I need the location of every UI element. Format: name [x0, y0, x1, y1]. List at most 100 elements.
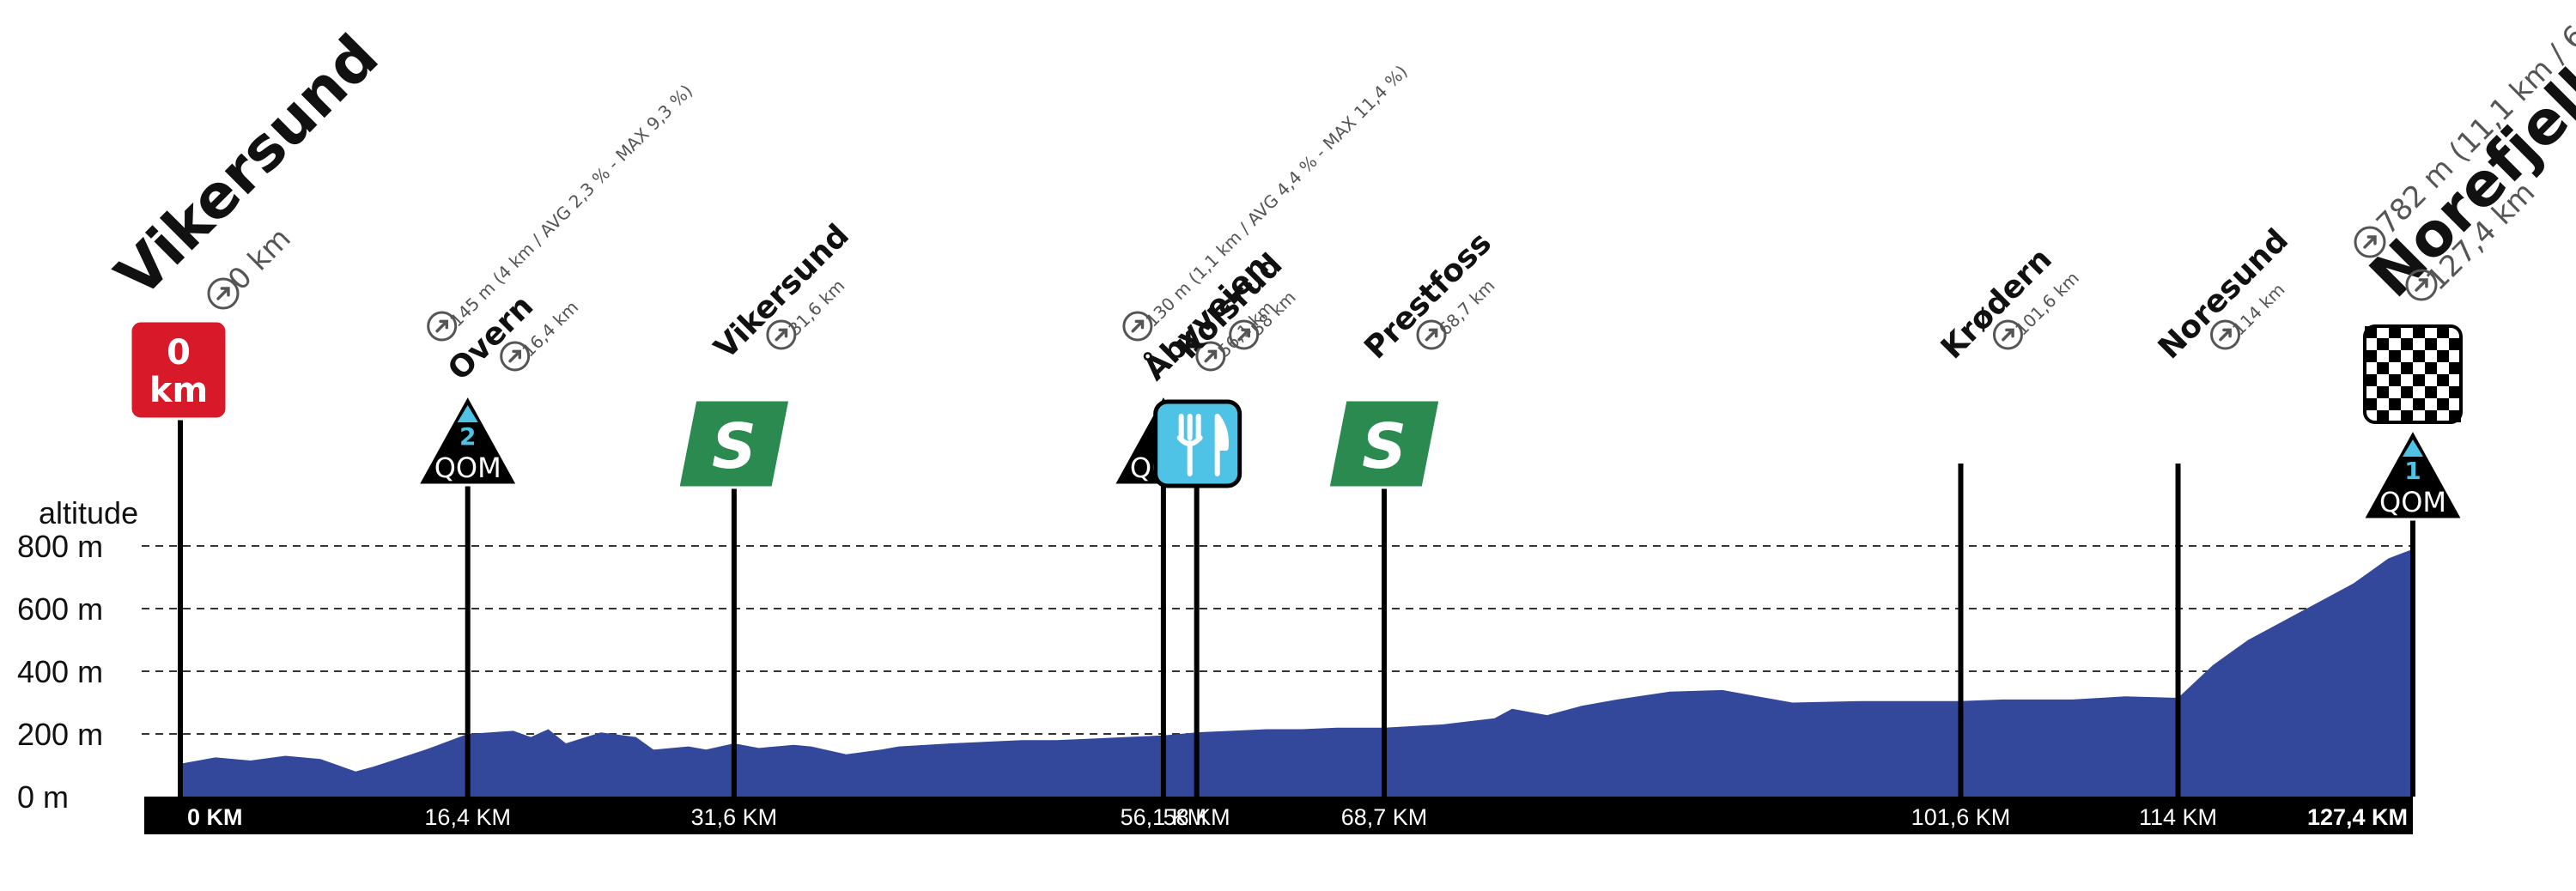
checker-square: [2413, 326, 2425, 338]
checker-square: [2389, 350, 2401, 362]
arrow-circle: [766, 319, 797, 350]
climb-arrow-icon: [427, 311, 458, 342]
km-label: 16,4 KM: [424, 804, 511, 830]
checker-square: [2413, 374, 2425, 386]
distance-arrow-icon: [1416, 319, 1447, 350]
checker-square: [2449, 362, 2461, 374]
distance-arrow-icon: [1195, 341, 1226, 372]
checker-square: [2425, 362, 2437, 374]
checker-square: [2389, 326, 2401, 338]
knife-icon: [1214, 414, 1229, 476]
climb-info: 145 m (4 km / AVG 2,3 % - MAX 9,3 %): [446, 81, 696, 331]
km-label: 56,1 KM: [1121, 804, 1207, 830]
distance-arrow-icon: [1229, 319, 1260, 350]
qom-text: QOM: [434, 452, 501, 484]
arrow-circle: [1416, 319, 1447, 350]
arrow-glyph: [2363, 235, 2377, 249]
checker-square: [2437, 374, 2449, 386]
sprint-sign: S: [677, 398, 792, 489]
start-sign-box: [129, 319, 228, 421]
km-label: 114 KM: [2139, 804, 2217, 830]
qom-peak-icon: [2403, 439, 2423, 457]
arrow-glyph: [2002, 328, 2014, 342]
start-sign-bottom: km: [149, 371, 208, 410]
start-sign: 0km: [129, 319, 228, 421]
arrow-glyph: [508, 349, 522, 363]
sprint-icon: [1327, 398, 1442, 489]
qom-text: QOM: [2379, 486, 2446, 518]
checker-square: [2377, 362, 2389, 374]
arrow-glyph: [775, 328, 788, 342]
sprint-sign: S: [1327, 398, 1442, 489]
arrow-circle: [2354, 226, 2386, 258]
sprint-icon: [677, 398, 792, 489]
distance-arrow-icon: [2405, 269, 2438, 301]
checker-square: [2365, 398, 2377, 410]
arrow-glyph: [2219, 328, 2232, 342]
arrow-circle: [1122, 311, 1153, 342]
qom-peak-icon: [457, 405, 478, 422]
arrow-circle: [500, 341, 531, 372]
qom-triangle-icon: [416, 393, 519, 487]
climb-arrow-icon: [2354, 226, 2386, 258]
checker-square: [2449, 386, 2461, 398]
qom-category: 1: [2404, 457, 2421, 485]
checker-square: [2425, 410, 2437, 422]
distance-arrow-icon: [207, 277, 240, 310]
arrow-glyph: [1204, 349, 1218, 363]
distance-arrow-icon: [766, 319, 797, 350]
qom-triangle-icon: [2361, 427, 2464, 521]
arrow-circle: [1229, 319, 1260, 350]
fork-icon: [1176, 414, 1203, 476]
km-label: 58 KM: [1163, 804, 1230, 830]
arrow-glyph: [216, 287, 230, 300]
checker-square: [2401, 362, 2413, 374]
distance-arrow-icon: [2210, 319, 2241, 350]
y-tick-label: 600 m: [17, 591, 103, 627]
checker-square: [2377, 386, 2389, 398]
qom-category: 2: [459, 422, 476, 451]
checker-square: [2365, 326, 2377, 338]
checker-square: [2437, 326, 2449, 338]
checker-square: [2437, 350, 2449, 362]
checker-square: [2401, 410, 2413, 422]
arrow-glyph: [1131, 319, 1145, 333]
y-tick-label: 200 m: [17, 717, 103, 752]
climb-arrow-icon: [1122, 311, 1153, 342]
checker-square: [2437, 398, 2449, 410]
arrow-glyph: [2415, 278, 2428, 292]
checker-square: [2401, 338, 2413, 350]
arrow-glyph: [1237, 328, 1251, 342]
distance-arrow-icon: [500, 341, 531, 372]
elevation-profile-area: [180, 549, 2413, 797]
arrow-circle: [2210, 319, 2241, 350]
place-distance: 0 km: [222, 221, 298, 298]
arrow-circle: [2405, 269, 2438, 301]
climb-info: 130 m (1,1 km / AVG 4,4 % - MAX 11,4 %): [1141, 61, 1411, 330]
checker-square: [2377, 338, 2389, 350]
arrow-glyph: [435, 319, 449, 333]
distance-bar: [144, 797, 2413, 834]
km-label: 127,4 KM: [2307, 804, 2408, 830]
arrow-circle: [427, 311, 458, 342]
checker-square: [2401, 386, 2413, 398]
km-label: 0 KM: [187, 804, 243, 830]
y-axis-label: altitude: [39, 495, 138, 530]
y-tick-label: 0 m: [17, 779, 69, 815]
checker-square: [2389, 374, 2401, 386]
checker-square: [2365, 374, 2377, 386]
start-sign-top: 0: [167, 333, 191, 373]
sprint-text: S: [1362, 410, 1406, 482]
checker-square: [2377, 410, 2389, 422]
arrow-circle: [1992, 319, 2023, 350]
checker-square: [2425, 386, 2437, 398]
distance-arrow-icon: [1992, 319, 2023, 350]
arrow-circle: [207, 277, 240, 310]
arrow-circle: [1195, 341, 1226, 372]
checker-square: [2365, 350, 2377, 362]
checker-square: [2425, 338, 2437, 350]
